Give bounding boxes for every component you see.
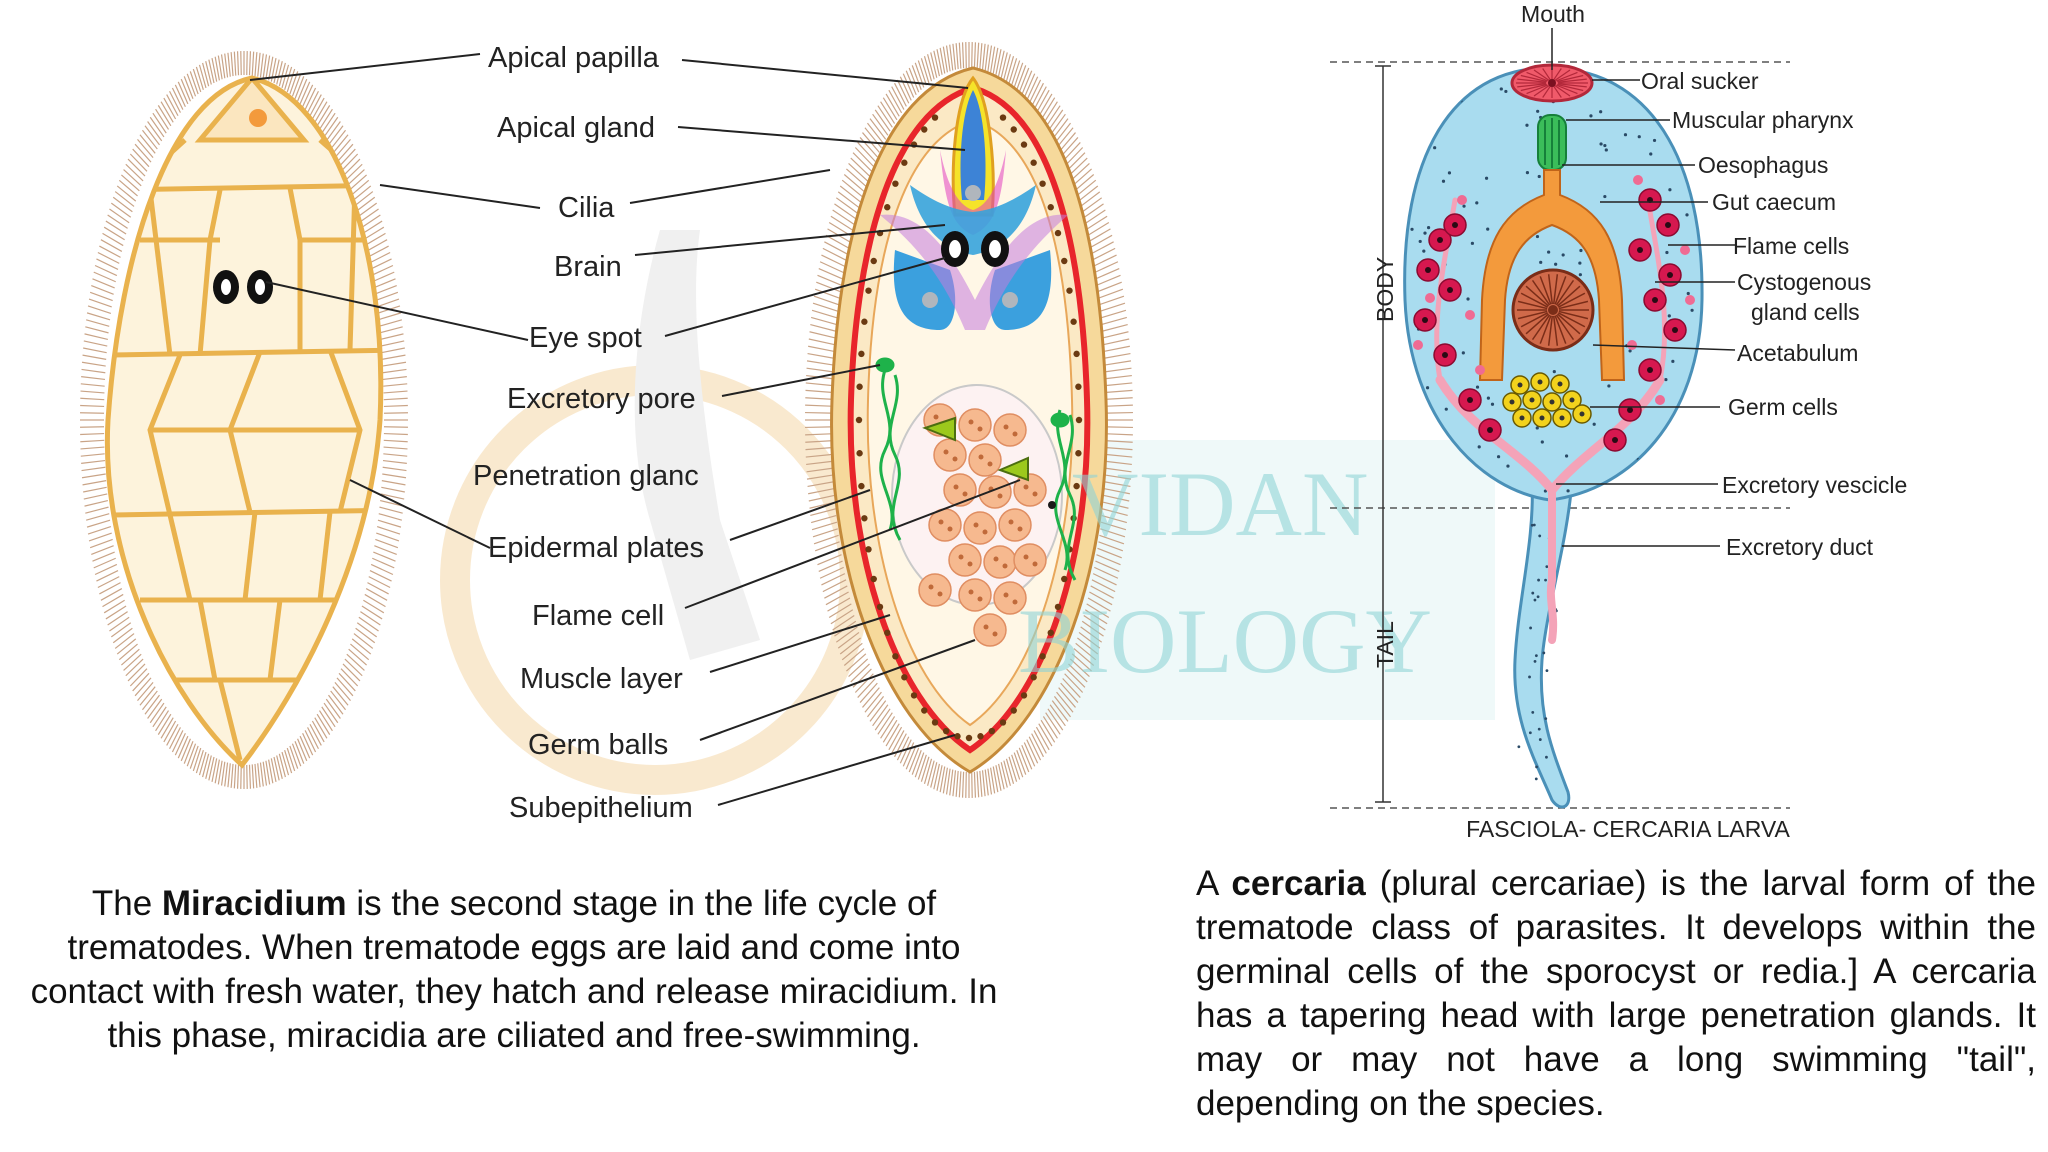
label-subepithelium: Subepithelium [509, 792, 693, 824]
miracidium-desc-before: The [91, 884, 162, 923]
label-body: BODY [1372, 257, 1398, 322]
flame-cell-bulb-2 [997, 456, 1029, 482]
label-brain: Brain [554, 251, 622, 283]
watermark-box [1040, 440, 1495, 720]
apical-gland-inner [960, 90, 986, 200]
label-flame-cells: Flame cells [1733, 233, 1849, 259]
label-muscle-layer: Muscle layer [520, 663, 683, 695]
miracidium-section-view [805, 42, 1133, 798]
apical-gland-nucleus [965, 185, 981, 201]
label-eye-spot: Eye spot [529, 322, 642, 354]
label-gland-cells: gland cells [1751, 299, 1860, 325]
cercaria-leader-lines [1551, 28, 1736, 547]
cercaria-desc-before: A [1196, 864, 1232, 903]
watermark-hand [634, 230, 760, 660]
label-excretory-pore: Excretory pore [507, 383, 696, 415]
label-oesophagus: Oesophagus [1698, 152, 1828, 178]
gut-caecum [1478, 169, 1626, 381]
label-germ-balls: Germ balls [528, 729, 668, 761]
label-germ-cells: Germ cells [1728, 394, 1838, 420]
eye-spot-section [941, 231, 1009, 267]
miracidium-description: The Miracidium is the second stage in th… [14, 882, 1014, 1058]
cercaria-tail [1513, 478, 1574, 809]
cilia-fringe-left [80, 51, 408, 789]
watermark-line1: VIDAN [1072, 453, 1368, 555]
cercaria-desc-after: (plural cercariae) is the larval form of… [1196, 864, 2036, 1123]
watermark-line2: BIOLOGY [1018, 590, 1432, 692]
eye-spot-left [213, 270, 273, 304]
label-tail: TAIL [1372, 621, 1398, 668]
label-cystogenous: Cystogenous [1737, 269, 1871, 295]
subepithelium-nuclei [855, 114, 1083, 742]
label-excretory-vescicle: Excretory vescicle [1722, 472, 1907, 498]
label-gut-caecum: Gut caecum [1712, 189, 1836, 215]
miracidium-outer-body [104, 75, 384, 769]
cercaria-caption: FASCIOLA- CERCARIA LARVA [1466, 816, 1790, 842]
flame-cells [1413, 175, 1695, 452]
cercaria-diagram: BODY TAIL [1330, 1, 1907, 842]
miracidium-term: Miracidium [161, 884, 347, 923]
label-epidermal-plates: Epidermal plates [488, 532, 704, 564]
cercaria-description: A cercaria (plural cercariae) is the lar… [1196, 862, 2036, 1126]
germ-balls [918, 403, 1047, 647]
watermark [440, 230, 1495, 795]
miracidium-desc-after: is the second stage in the life cycle of… [30, 884, 998, 1055]
label-cilia: Cilia [558, 192, 615, 224]
label-apical-papilla: Apical papilla [488, 42, 660, 74]
oral-sucker-rays [1516, 68, 1588, 98]
label-muscular-pharynx: Muscular pharynx [1672, 107, 1854, 133]
watermark-text: VIDAN BIOLOGY [1018, 453, 1432, 692]
label-acetabulum: Acetabulum [1737, 340, 1858, 366]
miracidium-external-view [80, 51, 408, 789]
acetabulum-rays [1517, 274, 1589, 346]
label-oral-sucker: Oral sucker [1641, 68, 1759, 94]
flame-cell [875, 357, 1077, 581]
cilia-fringe-mid [805, 42, 1133, 798]
epidermal-plates-grid [109, 78, 381, 761]
germ-cells [1502, 372, 1592, 428]
label-excretory-duct: Excretory duct [1726, 534, 1874, 560]
cercaria-labels: Mouth Oral sucker Muscular pharynx Oesop… [1466, 1, 1907, 842]
flame-cell-bulb [922, 416, 956, 442]
label-apical-gland: Apical gland [497, 112, 655, 144]
miracidium-leader-lines [249, 53, 1021, 806]
brain [880, 214, 1068, 330]
miracidium-labels: Apical papilla Apical gland Cilia Brain … [473, 42, 704, 824]
label-flame-cell: Flame cell [532, 600, 664, 632]
cercaria-term: cercaria [1231, 864, 1366, 903]
label-penetration-gland: Penetration glanc [473, 460, 699, 492]
label-mouth: Mouth [1521, 1, 1585, 27]
